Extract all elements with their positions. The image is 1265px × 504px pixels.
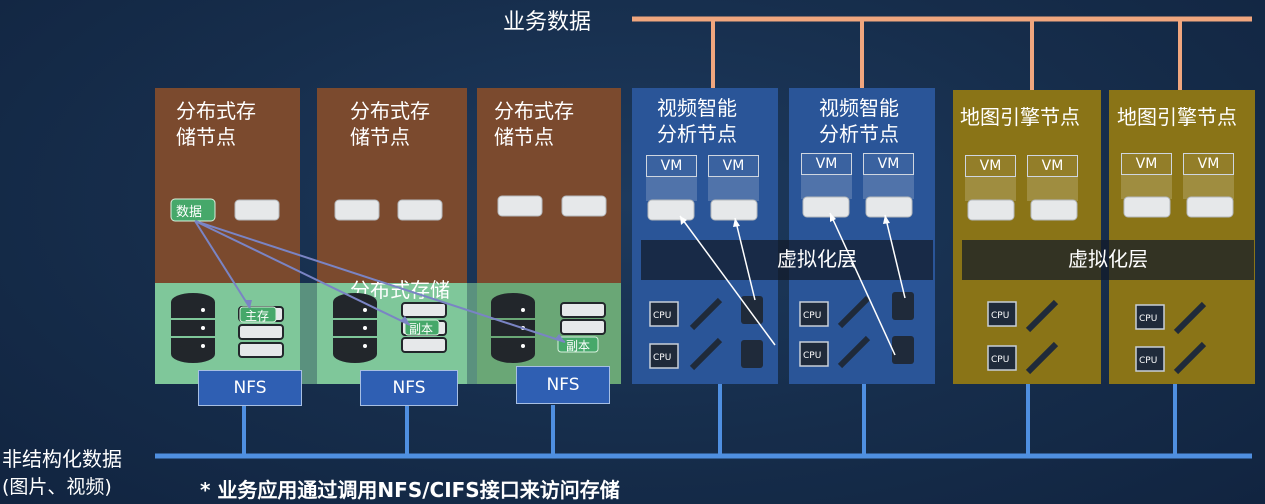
map-node-2 [1109,90,1255,384]
video-node-1-vm-2: VM [708,155,759,177]
storage-node-3-title: 分布式存 储节点 [494,98,574,150]
cpu-label: CPU [803,311,821,321]
cpu-label: CPU [1139,314,1157,324]
map-node-2-vm-1: VM [1121,153,1172,175]
map-node-1-title: 地图引擎节点 [960,105,1080,129]
unstructured-data-label-line2: (图片、视频) [2,476,112,498]
video-node-2 [789,88,935,384]
video-node-2-vm-2: VM [863,153,914,175]
storage-node-1-title-line2: 储节点 [176,125,236,149]
replica1-tag-bg [404,319,440,336]
map-node-1 [953,90,1101,384]
video-node-2-title: 视频智能 分析节点 [819,95,899,147]
map-node-2-vm-2: VM [1183,153,1234,175]
replica1-tag: 副本 [409,322,434,336]
storage-node-3-title-line2: 储节点 [494,125,554,149]
storage-band-divider-2 [467,283,477,384]
ram-icon [689,295,1207,375]
cpu-icon [649,301,1165,372]
storage-node-1-title: 分布式存 储节点 [176,98,256,150]
replica2-tag-bg [557,336,599,353]
cpu-label: CPU [991,355,1009,365]
vm-disk-icon [647,196,1234,221]
primary-tag: 主存 [245,309,270,323]
storage-band-divider-1 [300,283,317,384]
map-node-2-title: 地图引擎节点 [1117,105,1237,129]
business-data-label: 业务数据 [503,10,592,35]
access-note: * 业务应用通过调用NFS/CIFS接口来访问存储 [200,478,620,502]
nfs-box-1: NFS [198,370,302,406]
server-icon [171,293,535,363]
cpu-label: CPU [991,311,1009,321]
video-node-2-vm-1: VM [801,153,852,175]
storage-node-2-title: 分布式存 储节点 [350,98,430,150]
video-node-1-title: 视频智能 分析节点 [657,95,737,147]
video-node-2-title-line2: 分析节点 [819,122,899,146]
cpu-label: CPU [653,353,671,363]
map-node-1-vm-2: VM [1027,155,1078,177]
video-node-1 [632,88,778,384]
storage-node-2-title-line2: 储节点 [350,125,410,149]
cpu-label: CPU [803,351,821,361]
map-node-1-vm-1: VM [965,155,1016,177]
cpu-label: CPU [1139,356,1157,366]
storage-node-3 [477,88,621,283]
storage-node-3-title-line1: 分布式存 [494,99,574,123]
hdd-icon [741,292,914,368]
video-virtualization-layer: 虚拟化层 [641,240,933,280]
storage-node-2-title-line1: 分布式存 [350,99,430,123]
video-node-2-title-line1: 视频智能 [819,96,899,120]
video-node-1-title-line2: 分析节点 [657,122,737,146]
video-node-1-title-line1: 视频智能 [657,96,737,120]
data-tag: 数据 [176,205,203,220]
nfs-box-3: NFS [516,366,610,404]
replica2-tag: 副本 [566,339,591,353]
cpu-label: CPU [653,311,671,321]
storage-node-1-title-line1: 分布式存 [176,99,256,123]
primary-tag-bg [239,306,277,323]
storage-node-2 [317,88,467,283]
unstructured-data-label-line1: 非结构化数据 [2,447,122,471]
disk-icon [234,195,607,221]
storage-node-1 [155,88,300,283]
nfs-box-2: NFS [360,370,458,406]
map-virtualization-layer: 虚拟化层 [962,240,1254,280]
video-node-1-vm-1: VM [646,155,697,177]
data-disk-icon [170,198,216,222]
